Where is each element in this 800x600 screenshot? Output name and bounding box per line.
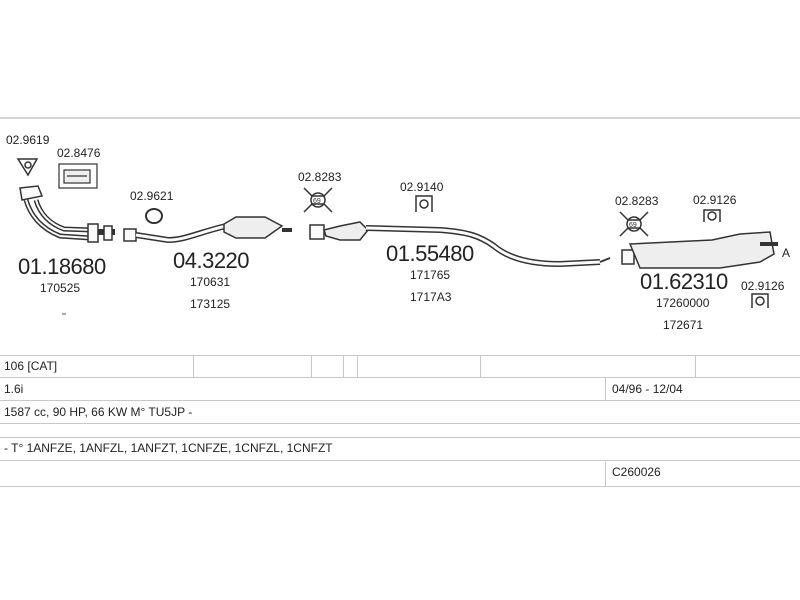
triangle-flange-icon bbox=[16, 158, 39, 177]
table-rule bbox=[0, 400, 800, 401]
table-divider bbox=[357, 355, 358, 377]
part-code: 04.3220 bbox=[173, 248, 250, 273]
rear-silencer-icon bbox=[621, 231, 778, 269]
table-rule bbox=[0, 377, 800, 378]
rubber-hanger-icon bbox=[415, 195, 433, 212]
part-code: 01.18680 bbox=[18, 254, 106, 279]
table-divider bbox=[193, 355, 194, 377]
spec-code: C260026 bbox=[612, 465, 661, 479]
spec-model: 106 [CAT] bbox=[4, 359, 58, 373]
end-mark: A bbox=[782, 246, 791, 260]
spec-years: 04/96 - 12/04 bbox=[612, 382, 683, 396]
catalytic-converter-icon bbox=[123, 216, 292, 244]
table-divider bbox=[311, 355, 312, 377]
table-divider bbox=[695, 355, 696, 377]
part-ref: 1717A3 bbox=[410, 290, 452, 304]
accessory-label: 02.8283 bbox=[615, 194, 659, 208]
spec-types: - T° 1ANFZE, 1ANFZL, 1ANFZT, 1CNFZE, 1CN… bbox=[4, 441, 333, 455]
part-ref: 170525 bbox=[40, 281, 81, 295]
svg-text:69: 69 bbox=[629, 222, 637, 229]
table-rule bbox=[0, 437, 800, 438]
table-rule bbox=[0, 423, 800, 424]
spec-power: 1587 cc, 90 HP, 66 KW M° TU5JP - bbox=[4, 405, 193, 419]
clamp-bracket-icon: 69 bbox=[619, 211, 649, 237]
clamp-bracket-icon: 69 bbox=[303, 187, 333, 213]
table-divider bbox=[343, 355, 344, 377]
accessory-label: 02.9140 bbox=[400, 180, 444, 194]
spec-engine: 1.6i bbox=[4, 382, 24, 396]
part-ref: 170631 bbox=[190, 275, 231, 289]
part-ref: 172671 bbox=[663, 318, 704, 332]
accessory-label: 02.8283 bbox=[298, 170, 342, 184]
middle-silencer-icon bbox=[309, 221, 611, 268]
table-rule bbox=[0, 460, 800, 461]
accessory-label: 02.8476 bbox=[57, 146, 101, 160]
mounting-kit-box-icon bbox=[58, 163, 98, 189]
part-ref: 173125 bbox=[190, 297, 231, 311]
svg-text:69: 69 bbox=[313, 198, 321, 205]
part-ref: 171765 bbox=[410, 268, 451, 282]
rubber-hanger-icon bbox=[703, 209, 721, 222]
table-divider bbox=[480, 355, 481, 377]
part-ref: 17260000 bbox=[656, 296, 710, 310]
accessory-label: 02.9126 bbox=[741, 279, 785, 293]
front-pipe-icon bbox=[19, 185, 115, 243]
gasket-ring-icon bbox=[145, 208, 163, 224]
rubber-hanger-icon bbox=[751, 293, 769, 308]
part-code: 01.62310 bbox=[640, 269, 728, 294]
table-divider bbox=[605, 377, 606, 400]
accessory-label: 02.9619 bbox=[6, 133, 50, 147]
table-divider bbox=[605, 460, 606, 486]
accessory-label: 02.9126 bbox=[693, 193, 737, 207]
table-rule bbox=[0, 486, 800, 487]
part-code: 01.55480 bbox=[386, 241, 474, 266]
table-rule bbox=[0, 355, 800, 356]
accessory-label: 02.9621 bbox=[130, 189, 174, 203]
